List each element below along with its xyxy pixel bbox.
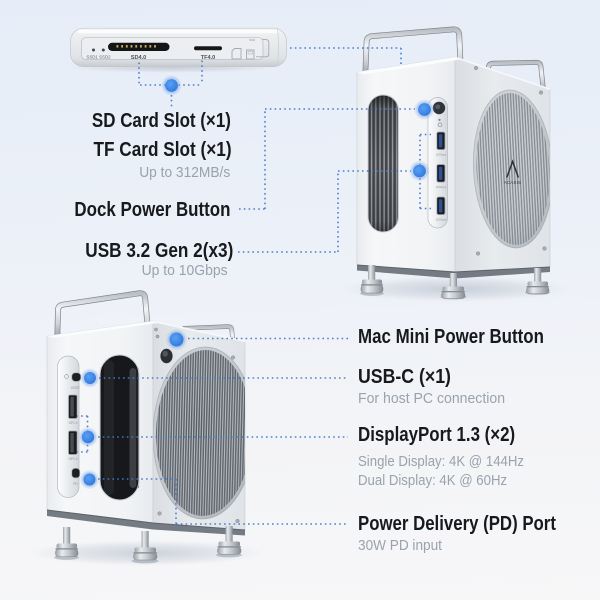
svg-text:TF4.0: TF4.0 bbox=[201, 55, 216, 61]
svg-text:ACASIS: ACASIS bbox=[504, 180, 522, 185]
svg-text:PD: PD bbox=[73, 482, 78, 486]
svg-text:10Gbps: 10Gbps bbox=[436, 185, 447, 189]
svg-text:HOST: HOST bbox=[71, 386, 80, 390]
svg-text:DP1.3: DP1.3 bbox=[69, 457, 78, 461]
svg-text:10Gbps: 10Gbps bbox=[436, 153, 447, 157]
svg-text:SSD: SSD bbox=[249, 38, 256, 42]
svg-text:SD4.0: SD4.0 bbox=[131, 55, 147, 61]
svg-text:10Gbps: 10Gbps bbox=[436, 218, 447, 222]
svg-text:DP1.3: DP1.3 bbox=[69, 421, 78, 425]
svg-text:SSD1 SSD2: SSD1 SSD2 bbox=[86, 54, 111, 59]
